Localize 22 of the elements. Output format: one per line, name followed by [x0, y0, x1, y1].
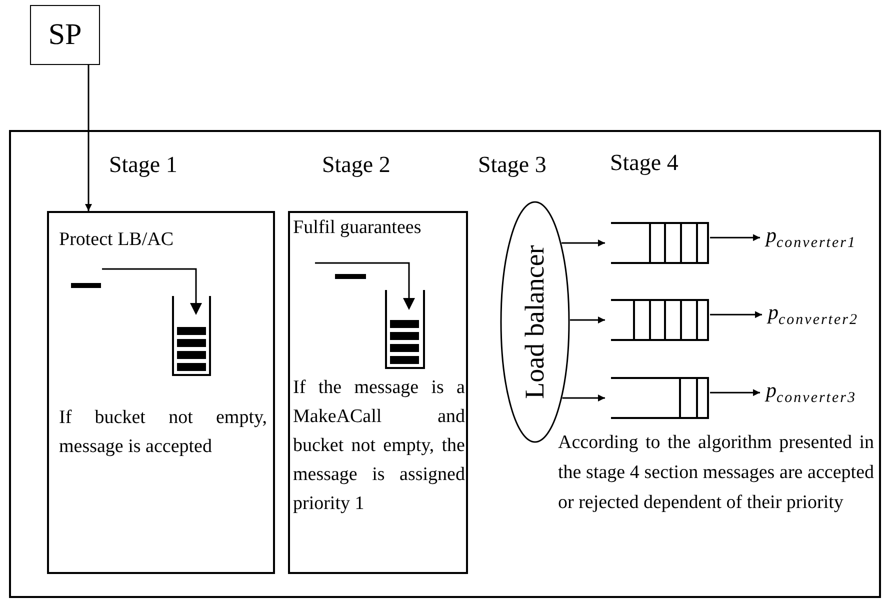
description-text: According to the algorithm presented in the stage 4 section messages are accepted or rejected dependent of their priority	[558, 431, 874, 515]
stage-heading: Stage 1	[109, 152, 178, 178]
math-label: p$_{converter2}$	[768, 300, 858, 330]
frame-box	[9, 130, 881, 598]
description-text: If bucket not empty, message is accepted	[59, 406, 267, 459]
arrow	[710, 234, 760, 242]
arrow	[85, 65, 92, 211]
arrow	[710, 311, 762, 318]
process-box: SP	[30, 5, 100, 65]
arrow	[710, 389, 760, 396]
node-label: Load balancer	[520, 245, 550, 399]
math-label: p$_{converter3}$	[766, 378, 856, 408]
description-text: If the message is a MakeACall and bucket not empty, the message is assigned priority 1	[293, 376, 465, 516]
stage-heading: Stage 2	[322, 152, 390, 178]
arrow	[570, 316, 605, 324]
arrow	[562, 394, 605, 402]
box-title: Fulfil guarantees	[293, 216, 422, 240]
arrow	[562, 240, 605, 246]
box-title: Protect LB/AC	[59, 228, 175, 252]
stage-heading: Stage 4	[610, 150, 678, 176]
math-label: p$_{converter1}$	[766, 223, 856, 252]
stage-heading: Stage 3	[478, 152, 546, 178]
